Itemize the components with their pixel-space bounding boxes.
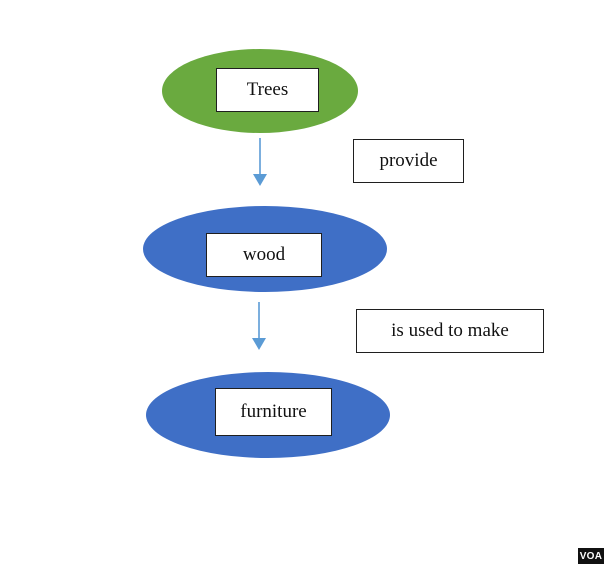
node-furniture-label: furniture — [215, 388, 332, 436]
arrow-trees-to-wood — [253, 138, 267, 186]
node-trees-label: Trees — [216, 68, 319, 112]
arrow-wood-to-furniture — [252, 302, 266, 350]
edge-label-provide: provide — [353, 139, 464, 183]
edge-label-is-used-to-make: is used to make — [356, 309, 544, 353]
node-wood-label: wood — [206, 233, 322, 277]
voa-logo-badge: VOA — [578, 548, 604, 564]
